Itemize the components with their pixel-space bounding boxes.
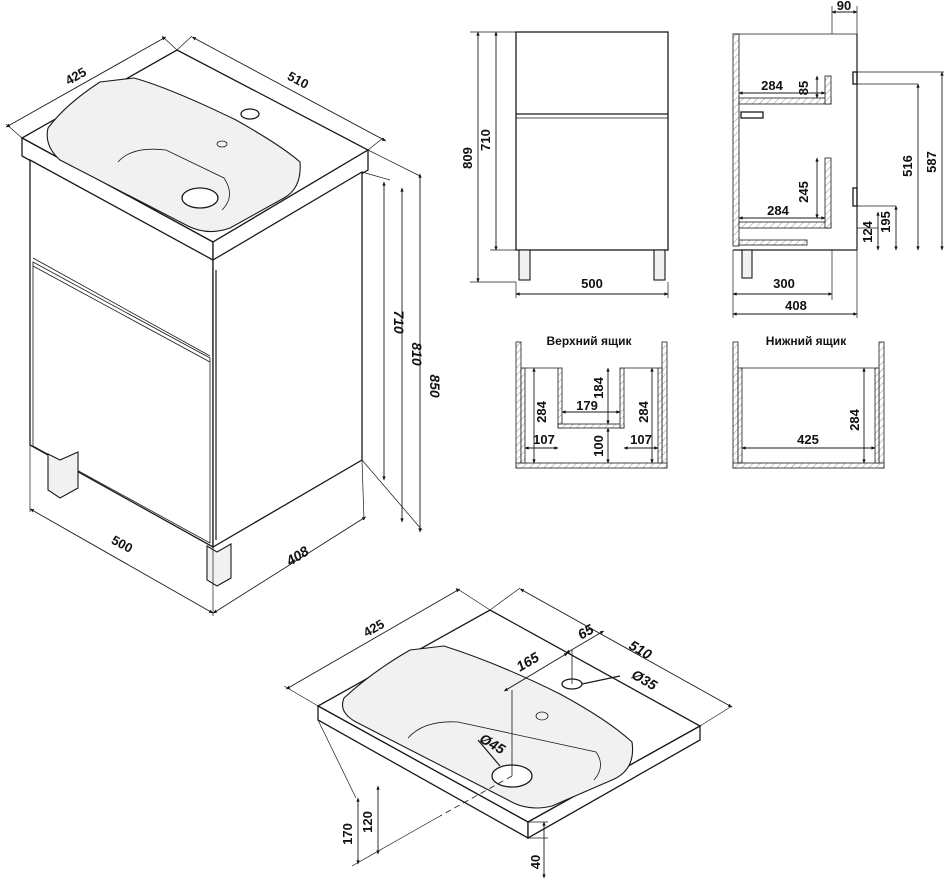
front-leg-right <box>653 249 666 281</box>
basin-tap-offset: 65 <box>575 621 597 643</box>
front-leg-left <box>518 249 531 281</box>
basin-drain <box>181 187 219 209</box>
upper-left-width: 107 <box>533 432 555 447</box>
side-rail-a: 516 <box>900 155 915 177</box>
upper-center-width: 179 <box>576 398 598 413</box>
side-rail <box>740 111 764 119</box>
side-bottom-depth: 300 <box>773 276 795 291</box>
tap-hole <box>240 108 260 120</box>
front-height-body: 710 <box>478 129 493 151</box>
cab-width-bottom: 500 <box>109 532 135 555</box>
leg-front-left <box>47 451 79 499</box>
cab-height-total: 850 <box>427 374 443 398</box>
upper-right-width: 107 <box>630 432 652 447</box>
side-lower-height: 245 <box>796 181 811 203</box>
basin-width: 510 <box>626 637 654 663</box>
upper-drawer-caption: Верхний ящик <box>546 334 632 348</box>
basin-iso-inner <box>407 721 601 781</box>
upper-drawer-section: Верхний ящик 284 107 179 184 100 284 107 <box>515 334 668 469</box>
upper-center-low: 100 <box>591 435 606 457</box>
basin-height-inner: 120 <box>360 811 375 833</box>
upper-center-height: 184 <box>591 376 606 398</box>
cab-width-top: 510 <box>285 68 311 91</box>
side-rail-b: 587 <box>924 151 939 173</box>
basin-side-edge <box>212 148 369 264</box>
upper-right-height: 284 <box>636 400 651 422</box>
front-body <box>515 31 669 251</box>
side-offset-top: 90 <box>837 0 851 13</box>
basin-iso-overflow <box>535 711 549 721</box>
basin-plate-side <box>527 724 701 840</box>
cab-depth-top: 425 <box>63 64 89 88</box>
side-rail-mid: 195 <box>878 211 893 233</box>
side-section: 90 284 85 284 245 124 195 516 587 300 40… <box>732 0 944 318</box>
cab-height-carcass: 710 <box>391 310 407 334</box>
basin-height-outer: 170 <box>340 823 355 845</box>
leg-front-right <box>206 543 232 587</box>
iso-cabinet-view: 425 510 710 810 850 500 408 <box>5 35 443 616</box>
side-rail-low: 124 <box>860 220 875 242</box>
side-leg <box>741 249 753 279</box>
upper-left-height: 284 <box>534 400 549 422</box>
side-total-depth: 408 <box>785 298 807 313</box>
front-view: 809 710 500 <box>460 31 669 298</box>
basin-depth: 425 <box>361 616 387 640</box>
side-back-wall <box>732 33 740 247</box>
iso-basin-view: 425 510 65 165 Ø35 Ø45 170 120 40 <box>283 587 733 878</box>
cab-height-no-basin: 810 <box>409 342 425 366</box>
lower-height: 284 <box>847 408 862 430</box>
side-upper-inner: 284 <box>761 78 783 93</box>
front-height-full: 809 <box>460 147 475 169</box>
side-lower-inner: 284 <box>767 203 789 218</box>
drawer-gap <box>32 257 211 357</box>
lower-width: 425 <box>797 432 819 447</box>
front-width: 500 <box>581 276 603 291</box>
side-upper-height: 85 <box>796 81 811 95</box>
cab-depth-bottom: 408 <box>282 543 311 570</box>
basin-rim: 40 <box>528 855 543 869</box>
lower-drawer-section: Нижний ящик 425 284 <box>732 334 885 469</box>
lower-drawer-caption: Нижний ящик <box>766 334 847 348</box>
basin-bowl-inner <box>117 148 230 211</box>
drawer-gap-2 <box>32 265 211 363</box>
